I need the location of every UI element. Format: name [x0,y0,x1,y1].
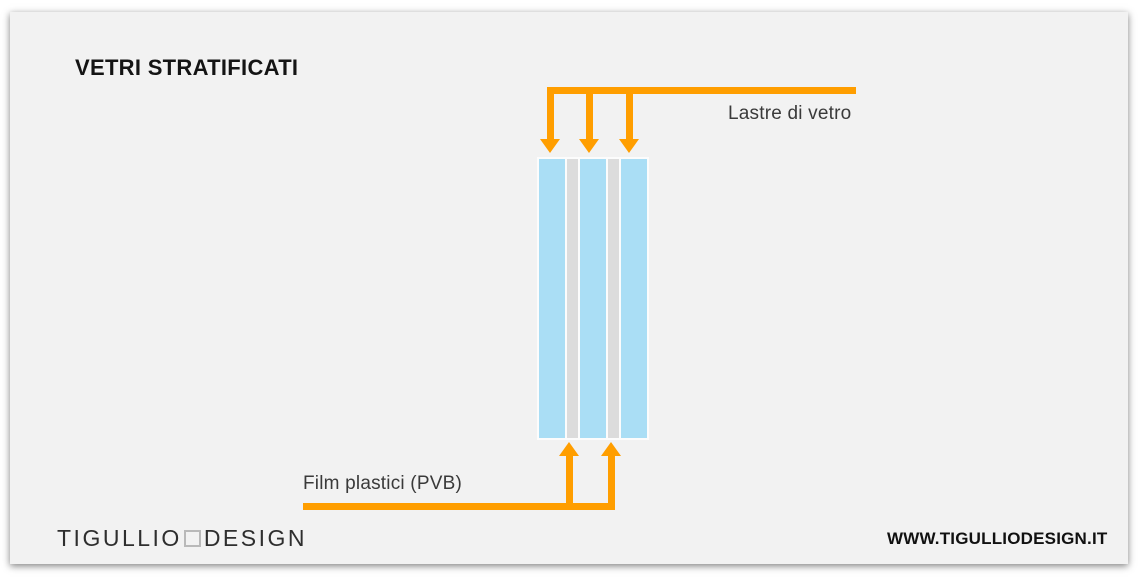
page-title: VETRI STRATIFICATI [75,55,299,80]
glass-pane [621,159,647,438]
glass-pane [580,159,606,438]
bottom-arrow-shaft [566,455,573,510]
top-arrow-shaft [626,87,633,140]
down-arrow-icon [540,139,560,153]
plastic-films-label: Film plastici (PVB) [303,473,462,494]
glass-sheets-label: Lastre di vetro [728,103,852,124]
bottom-connector-line [303,503,614,510]
top-arrow-shaft [547,87,554,140]
website-url: WWW.TIGULLIODESIGN.IT [887,529,1108,548]
up-arrow-icon [559,442,579,456]
logo-square-icon [183,530,201,547]
up-arrow-icon [601,442,621,456]
brand-logo-part2: DESIGN [203,525,307,551]
pvb-film [567,159,578,438]
bottom-arrow-shaft [608,455,615,510]
top-arrow-shaft [586,87,593,140]
pvb-film [608,159,619,438]
glass-pane [539,159,565,438]
down-arrow-icon [619,139,639,153]
top-connector-line [548,87,856,94]
glass-stack [537,157,649,440]
brand-logo: TIGULLIO DESIGN [57,525,307,552]
brand-logo-part1: TIGULLIO [57,525,182,551]
diagram-panel: VETRI STRATIFICATI Lastre di vetro Film … [10,12,1128,564]
down-arrow-icon [579,139,599,153]
